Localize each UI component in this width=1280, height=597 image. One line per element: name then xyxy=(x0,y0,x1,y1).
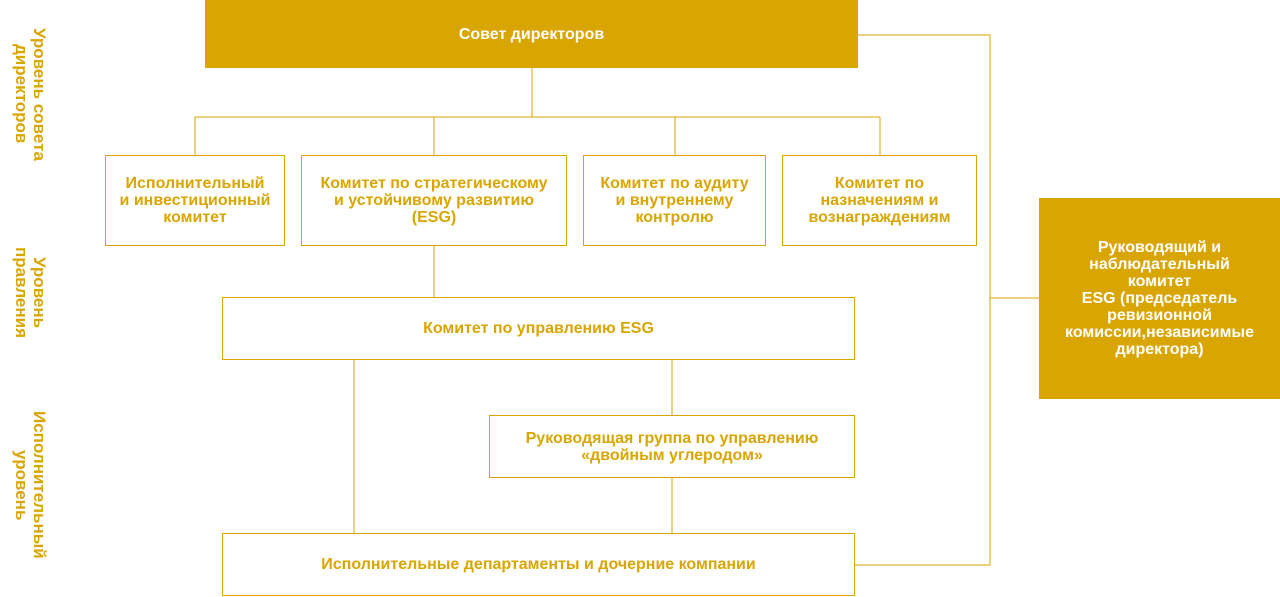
exec-invest-committee-box: Исполнительный и инвестиционный комитет xyxy=(105,155,285,246)
supervisory-esg-committee-box: Руководящий и наблюдательный комитет ESG… xyxy=(1039,198,1280,399)
esg-management-committee-box: Комитет по управлению ESG xyxy=(222,297,855,360)
supervisory-esg-committee-label: Руководящий и наблюдательный комитет ESG… xyxy=(1065,239,1254,358)
exec-invest-committee-label: Исполнительный и инвестиционный комитет xyxy=(119,175,271,226)
carbon-steering-group-box: Руководящая группа по управлению «двойны… xyxy=(489,415,855,478)
audit-committee-box: Комитет по аудиту и внутреннему контролю xyxy=(583,155,766,246)
level-label-management: Уровень правления xyxy=(12,247,49,339)
level-label-board: Уровень совета директоров xyxy=(12,27,49,161)
board-of-directors-label: Совет директоров xyxy=(458,25,605,43)
level-label-executive: Исполнительный уровень xyxy=(12,411,49,559)
nominations-committee-box: Комитет по назначениям и вознаграждениям xyxy=(782,155,977,246)
departments-subsidiaries-label: Исполнительные департаменты и дочерние к… xyxy=(321,556,756,573)
audit-committee-label: Комитет по аудиту и внутреннему контролю xyxy=(600,175,749,226)
board-of-directors-box: Совет директоров xyxy=(205,0,858,68)
strategy-esg-committee-box: Комитет по стратегическому и устойчивому… xyxy=(301,155,567,246)
connector-right-bracket xyxy=(855,34,991,566)
nominations-committee-label: Комитет по назначениям и вознаграждениям xyxy=(808,175,951,226)
esg-management-committee-label: Комитет по управлению ESG xyxy=(423,320,654,337)
departments-subsidiaries-box: Исполнительные департаменты и дочерние к… xyxy=(222,533,855,596)
carbon-steering-group-label: Руководящая группа по управлению «двойны… xyxy=(525,429,819,464)
strategy-esg-committee-label: Комитет по стратегическому и устойчивому… xyxy=(320,175,548,226)
